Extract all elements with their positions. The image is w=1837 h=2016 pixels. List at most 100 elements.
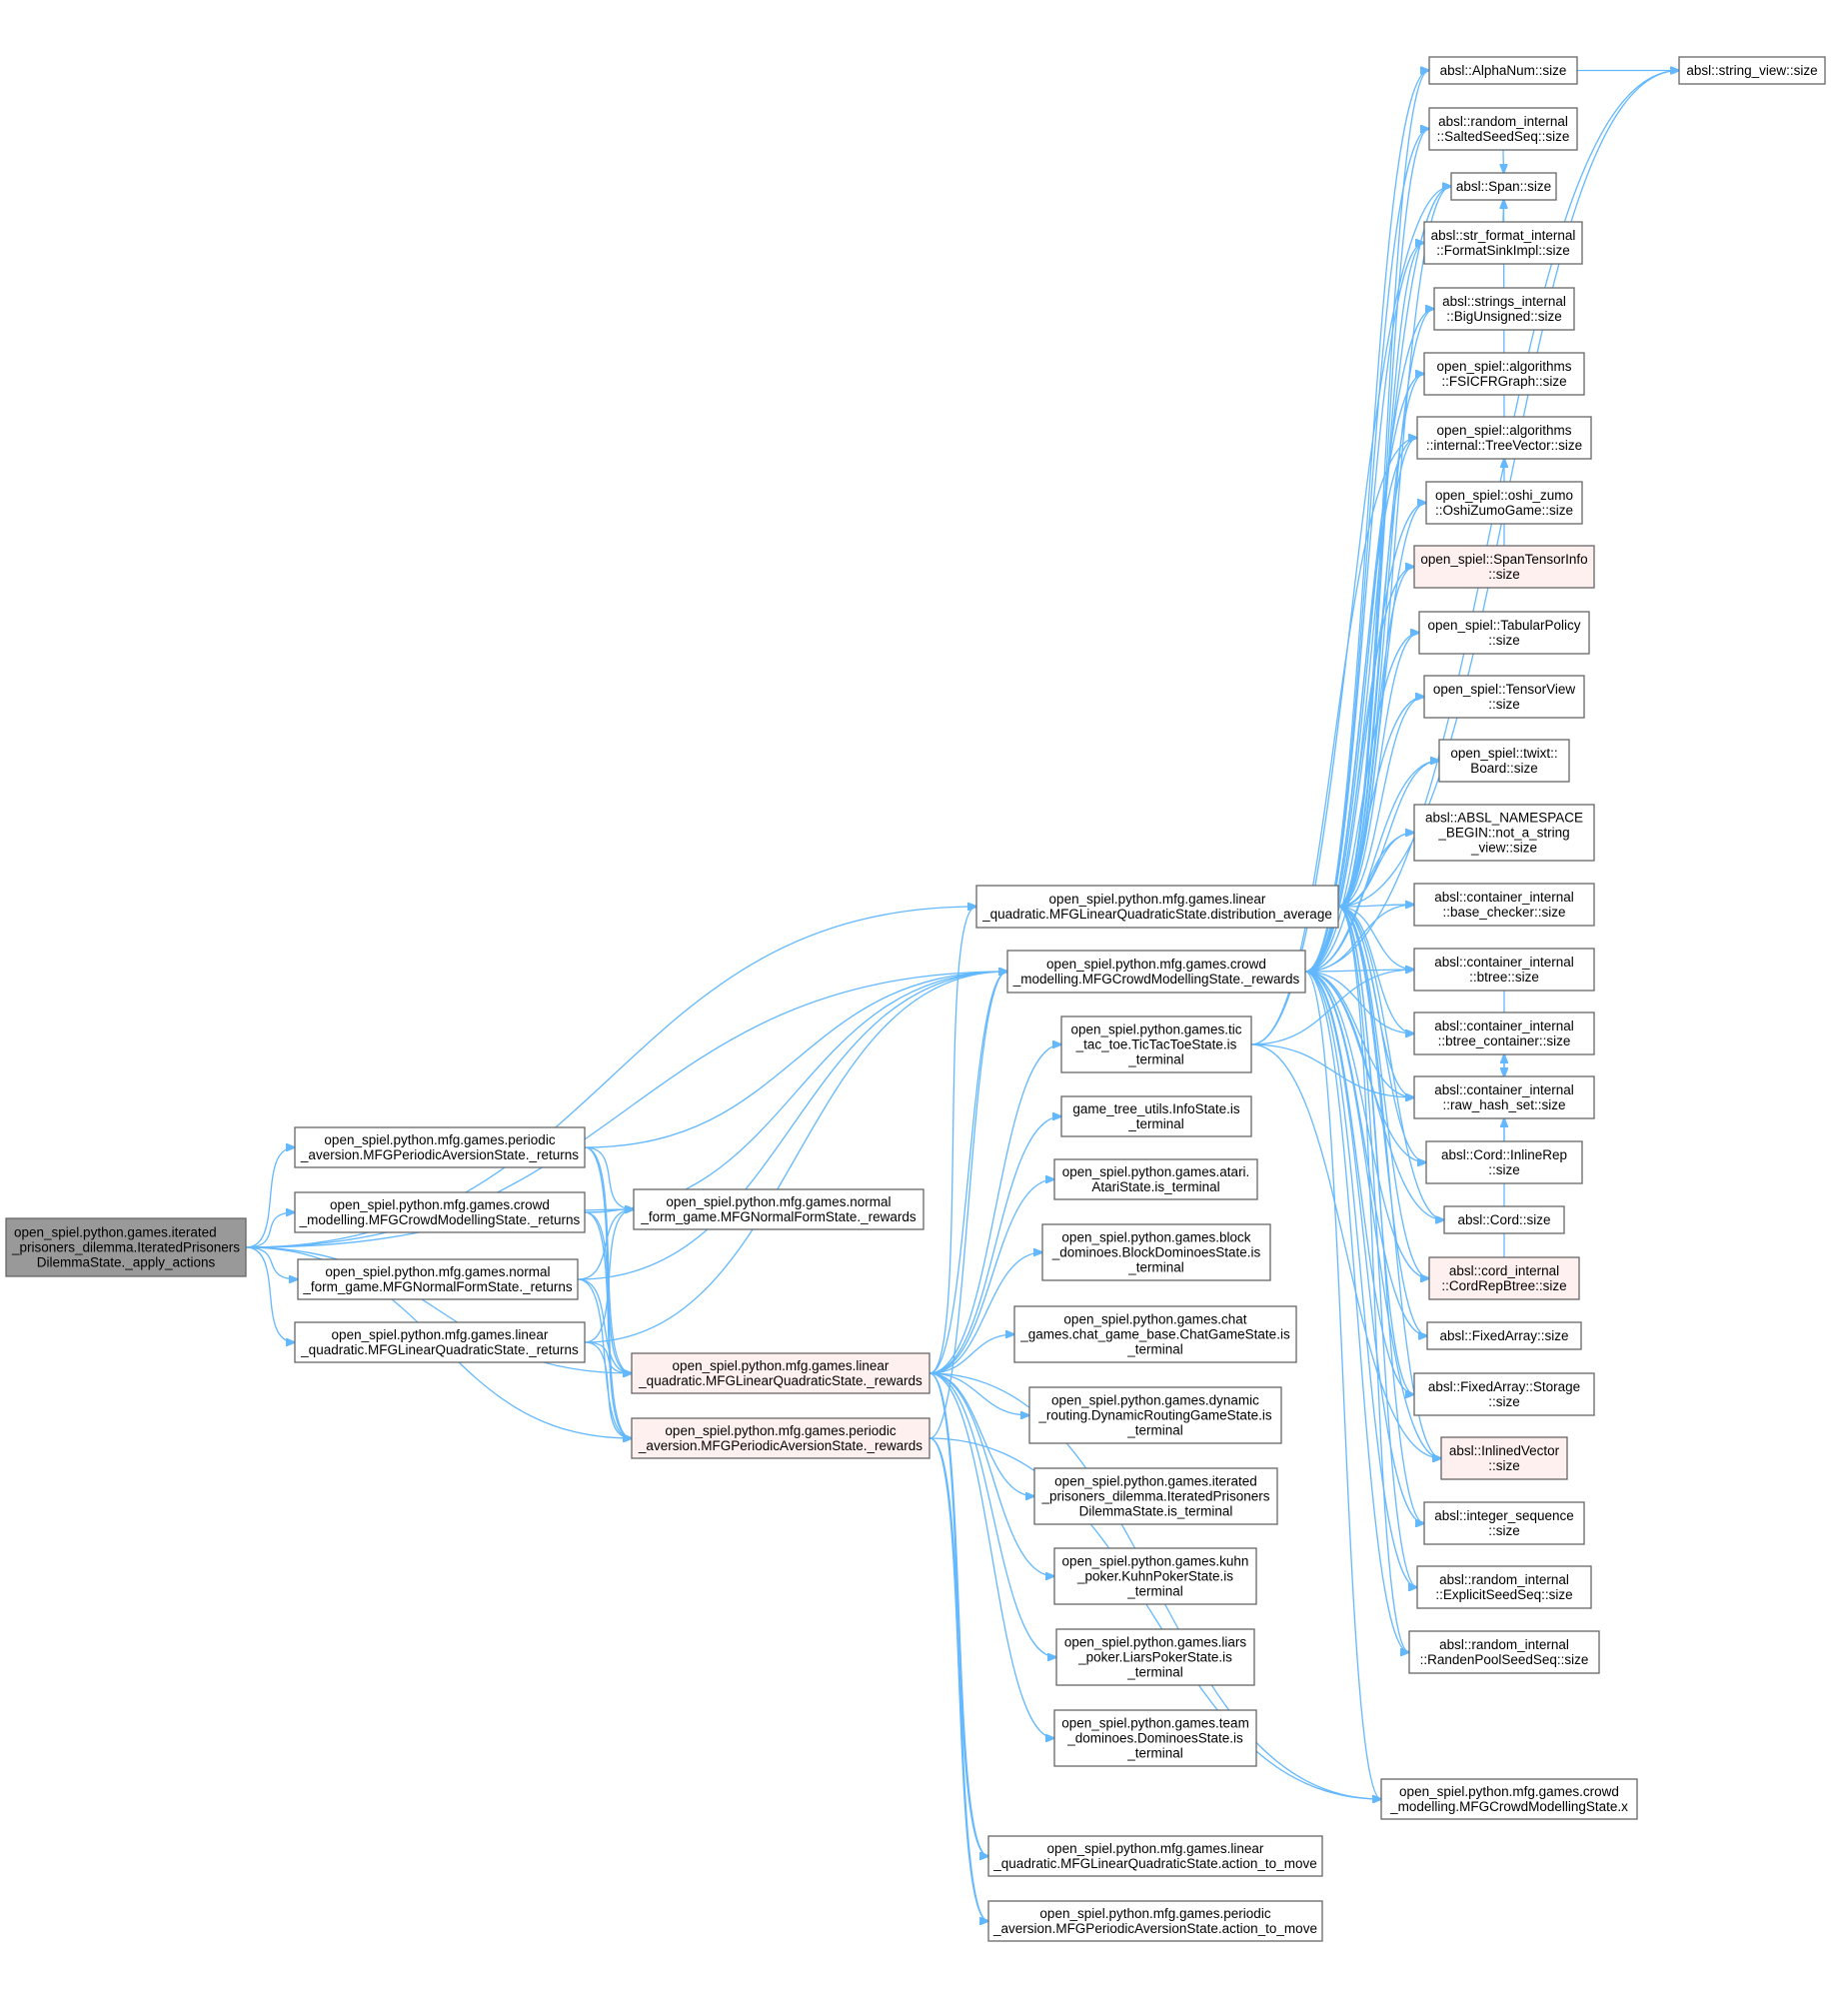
node-nf-rew[interactable]: open_spiel.python.mfg.games.normal_form_… [633, 1188, 924, 1230]
node-treevec[interactable]: open_spiel::algorithms::internal::TreeVe… [1416, 416, 1592, 460]
node-label-line: ::btree_container::size [1438, 1033, 1571, 1048]
node-crowd-rew[interactable]: open_spiel.python.mfg.games.crowd_modell… [1006, 950, 1306, 994]
node-ttt[interactable]: open_spiel.python.games.tic_tac_toe.TicT… [1060, 1015, 1252, 1073]
node-label-line: ::RandenPoolSeedSeq::size [1420, 1652, 1589, 1667]
edge-lq-rew-to-teamdom [928, 1372, 1054, 1738]
node-explicit[interactable]: absl::random_internal::ExplicitSeedSeq::… [1416, 1565, 1592, 1609]
edge-crowd-rew-to-inlinedvec [1304, 971, 1441, 1458]
node-label-line: open_spiel.python.mfg.games.normal [325, 1264, 550, 1279]
node-box [1013, 1305, 1297, 1363]
edges [245, 71, 1679, 1922]
node-lq-atm[interactable]: open_spiel.python.mfg.games.linear_quadr… [987, 1835, 1323, 1877]
node-btreecont[interactable]: absl::container_internal::btree_containe… [1413, 1011, 1595, 1055]
node-label-line: absl::Cord::InlineRep [1441, 1147, 1567, 1162]
node-label-line: _terminal [1127, 1116, 1184, 1131]
node-label-line: Board::size [1470, 761, 1538, 776]
node-bigu[interactable]: absl::strings_internal::BigUnsigned::siz… [1433, 287, 1575, 331]
node-tabular[interactable]: open_spiel::TabularPolicy::size [1418, 611, 1590, 655]
edge-crowd-rew-to-intseq [1304, 971, 1424, 1523]
edge-per-rew-to-crowd-rew [928, 972, 1007, 1439]
node-label-line: _modelling.MFGCrowdModellingState._rewar… [1012, 972, 1300, 987]
node-box [1413, 948, 1595, 992]
node-label-line: DilemmaState._apply_actions [37, 1255, 216, 1270]
node-lq-rew[interactable]: open_spiel.python.mfg.games.linear_quadr… [631, 1352, 930, 1394]
node-box [631, 1417, 930, 1459]
node-label-line: open_spiel.python.mfg.games.linear [332, 1327, 549, 1342]
edge-per-rew-to-crowd-x [928, 1437, 1381, 1799]
node-label-line: _aversion.MFGPeriodicAversionState.actio… [992, 1921, 1317, 1936]
node-oshi[interactable]: open_spiel::oshi_zumo::OshiZumoGame::siz… [1425, 481, 1583, 525]
node-fixedarr[interactable]: absl::FixedArray::size [1426, 1321, 1582, 1350]
node-basecheck[interactable]: absl::container_internal::base_checker::… [1413, 883, 1595, 927]
edge-crowd-rew-to-crowd-x [1304, 971, 1381, 1799]
node-label-line: _BEGIN::not_a_string [1437, 826, 1569, 841]
node-per-rew[interactable]: open_spiel.python.mfg.games.periodic_ave… [631, 1417, 930, 1459]
node-label-line: _tac_toe.TicTacToeState.is [1075, 1037, 1237, 1052]
node-fmtsink[interactable]: absl::str_format_internal::FormatSinkImp… [1423, 221, 1583, 265]
node-box [1440, 1436, 1568, 1480]
node-box [1053, 1547, 1257, 1605]
node-label-line: absl::InlinedVector [1449, 1443, 1560, 1458]
node-per-ret[interactable]: open_spiel.python.mfg.games.periodic_ave… [294, 1126, 586, 1168]
node-crowd-ret[interactable]: open_spiel.python.mfg.games.crowd_modell… [294, 1191, 586, 1233]
node-per-atm[interactable]: open_spiel.python.mfg.games.periodic_ave… [987, 1900, 1323, 1942]
node-label-line: ::BigUnsigned::size [1446, 309, 1562, 324]
node-cordbtree[interactable]: absl::cord_internal::CordRepBtree::size [1428, 1256, 1580, 1300]
node-kuhn[interactable]: open_spiel.python.games.kuhn_poker.KuhnP… [1053, 1547, 1257, 1605]
node-notastr[interactable]: absl::ABSL_NAMESPACE_BEGIN::not_a_string… [1413, 804, 1595, 862]
edge-crowd-rew-to-treevec [1304, 438, 1417, 973]
node-nf-ret[interactable]: open_spiel.python.mfg.games.normal_form_… [297, 1258, 579, 1300]
edge-lq-dist-to-cordbtree [1337, 906, 1429, 1278]
node-liars[interactable]: open_spiel.python.games.liars_poker.Liar… [1055, 1628, 1255, 1686]
node-box [1380, 1778, 1638, 1820]
node-inlinedvec[interactable]: absl::InlinedVector::size [1440, 1436, 1568, 1480]
node-box [1423, 352, 1585, 396]
node-box [1425, 1140, 1583, 1184]
node-alphanum[interactable]: absl::AlphaNum::size [1428, 56, 1578, 85]
node-label-line: open_spiel::oshi_zumo [1435, 488, 1573, 503]
node-label-line: open_spiel::TabularPolicy [1427, 618, 1580, 633]
node-fixedstor[interactable]: absl::FixedArray::Storage::size [1413, 1372, 1595, 1416]
node-lq-ret[interactable]: open_spiel.python.mfg.games.linear_quadr… [294, 1321, 586, 1363]
node-box [987, 1900, 1323, 1942]
node-salted[interactable]: absl::random_internal::SaltedSeedSeq::si… [1428, 107, 1578, 151]
node-fsicfr[interactable]: open_spiel::algorithms::FSICFRGraph::siz… [1423, 352, 1585, 396]
edge-lq-ret-to-lq-rew [584, 1341, 632, 1373]
edge-lq-rew-to-ipd-term [928, 1372, 1034, 1496]
node-label-line: _quadratic.MFGLinearQuadraticState.actio… [992, 1856, 1316, 1871]
node-label-line: ::btree::size [1469, 970, 1539, 985]
node-box [1433, 287, 1575, 331]
node-inlinerep[interactable]: absl::Cord::InlineRep::size [1425, 1140, 1583, 1184]
node-gtu[interactable]: game_tree_utils.InfoState.is_terminal [1060, 1095, 1252, 1137]
node-label-line: _quadratic.MFGLinearQuadraticState._rewa… [638, 1373, 922, 1388]
node-chat[interactable]: open_spiel.python.games.chat_games.chat_… [1013, 1305, 1297, 1363]
node-spantensor[interactable]: open_spiel::SpanTensorInfo::size [1413, 545, 1595, 589]
node-crowd-x[interactable]: open_spiel.python.mfg.games.crowd_modell… [1380, 1778, 1638, 1820]
node-label-line: open_spiel::algorithms [1436, 359, 1571, 374]
node-cord[interactable]: absl::Cord::size [1443, 1205, 1565, 1234]
node-label-line: open_spiel.python.mfg.games.crowd [1399, 1784, 1619, 1799]
node-root[interactable]: open_spiel.python.games.iterated_prisone… [5, 1217, 247, 1277]
node-label-line: ::base_checker::size [1442, 905, 1565, 920]
node-lq-dist[interactable]: open_spiel.python.mfg.games.linear_quadr… [975, 885, 1339, 929]
node-tensorview[interactable]: open_spiel::TensorView::size [1423, 675, 1585, 719]
node-span[interactable]: absl::Span::size [1450, 172, 1557, 201]
node-btree[interactable]: absl::container_internal::btree::size [1413, 948, 1595, 992]
node-box [633, 1188, 924, 1230]
node-box [1423, 675, 1585, 719]
node-randen[interactable]: absl::random_internal::RandenPoolSeedSeq… [1408, 1630, 1600, 1674]
node-intseq[interactable]: absl::integer_sequence::size [1423, 1501, 1585, 1545]
node-sv-size[interactable]: absl::string_view::size [1678, 56, 1826, 85]
node-teamdom[interactable]: open_spiel.python.games.team_dominoes.Do… [1053, 1709, 1257, 1767]
node-box [1060, 1015, 1252, 1073]
node-dynroute[interactable]: open_spiel.python.games.dynamic_routing.… [1028, 1386, 1282, 1444]
node-blockdom[interactable]: open_spiel.python.games.block_dominoes.B… [1041, 1223, 1271, 1281]
edge-nf-ret-to-crowd-rew [577, 972, 1007, 1280]
node-ipd-term[interactable]: open_spiel.python.games.iterated_prisone… [1033, 1467, 1278, 1525]
node-box [1678, 56, 1826, 85]
edge-ttt-to-span [1250, 187, 1451, 1045]
node-rawhash[interactable]: absl::container_internal::raw_hash_set::… [1413, 1075, 1595, 1119]
node-atari[interactable]: open_spiel.python.games.atari.AtariState… [1053, 1158, 1258, 1200]
node-box [1041, 1223, 1271, 1281]
node-twixt[interactable]: open_spiel::twixt::Board::size [1438, 739, 1570, 783]
